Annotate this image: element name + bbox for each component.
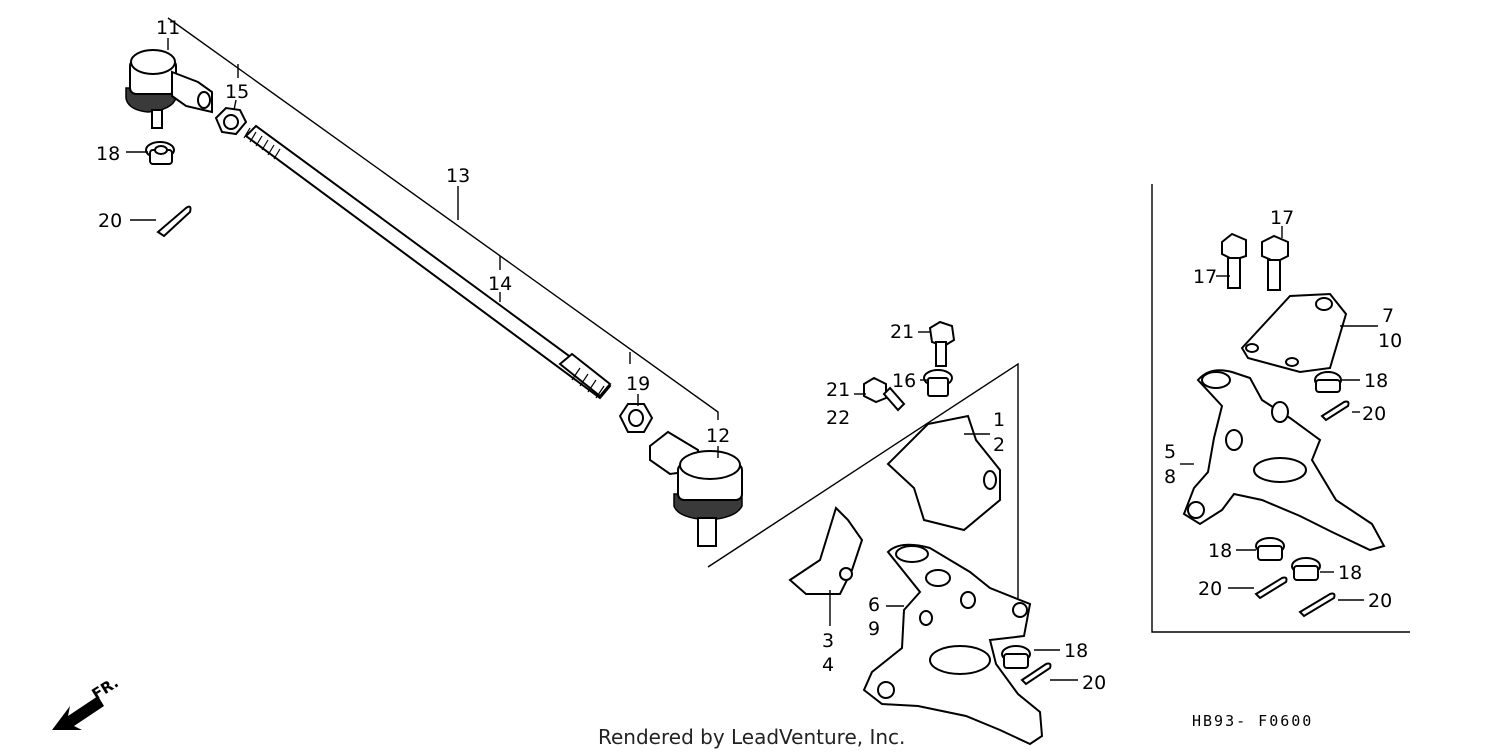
callout-20: 20 [98,210,122,232]
callout-19: 19 [626,373,650,395]
bracket-3-4[interactable] [788,506,864,595]
callout-20: 20 [1368,590,1392,612]
callout-11: 11 [156,17,180,39]
flange-nut-18-right-upper[interactable] [1314,371,1342,393]
callout-20: 20 [1198,578,1222,600]
tie-rod-shaft[interactable] [243,124,612,400]
callout-18: 18 [1364,370,1388,392]
callout-4: 4 [822,654,834,676]
cotter-pin-20-upper[interactable] [156,205,192,238]
callout-21: 21 [890,321,914,343]
callout-1: 1 [993,409,1005,431]
callout-20: 20 [1362,403,1386,425]
collar-16[interactable] [923,369,953,397]
callout-14: 14 [488,273,512,295]
cotter-pin-20-right-right[interactable] [1298,592,1336,618]
bolt-21-22[interactable] [863,376,906,412]
flange-nut-18-center[interactable] [1001,645,1031,669]
flange-nut-18-right-lower[interactable] [1291,557,1321,581]
render-credit: Rendered by LeadVenture, Inc. [598,725,905,749]
plate-7-10[interactable] [1240,292,1348,374]
callout-21: 21 [826,379,850,401]
callout-20: 20 [1082,672,1106,694]
callout-17: 17 [1193,266,1217,288]
callout-17: 17 [1270,207,1294,229]
callout-2: 2 [993,434,1005,456]
cotter-pin-20-right-left[interactable] [1254,576,1288,600]
bolt-17-right[interactable] [1261,234,1289,291]
leader-lines [126,38,1378,681]
callout-3: 3 [822,630,834,652]
callout-15: 15 [225,81,249,103]
steering-knuckle-right[interactable] [1182,369,1386,552]
cotter-pin-20-right-upper[interactable] [1320,400,1350,422]
callout-12: 12 [706,425,730,447]
tie-rod-end-lower[interactable] [649,430,743,547]
knuckle-cover-1-2[interactable] [886,414,1001,532]
callout-8: 8 [1164,466,1176,488]
bolt-17-left[interactable] [1221,232,1247,289]
callout-18: 18 [1338,562,1362,584]
callout-18: 18 [96,143,120,165]
callout-22: 22 [826,407,850,429]
callout-9: 9 [868,618,880,640]
diagram-code: HB93- F0600 [1192,712,1313,730]
assembly-frame-lines [167,17,1410,633]
tie-rod-end-upper[interactable] [125,49,213,129]
front-label: FR. [89,673,122,703]
front-arrow-icon [52,696,104,730]
callout-18: 18 [1208,540,1232,562]
front-direction-indicator: FR. [52,673,122,730]
cotter-pin-20-center[interactable] [1020,662,1052,686]
flange-nut-18-right-mid[interactable] [1255,537,1285,561]
callout-13: 13 [446,165,470,187]
callout-10: 10 [1378,330,1402,352]
callout-18: 18 [1064,640,1088,662]
callout-labels: 11 15 18 20 13 14 19 12 21 16 21 22 1 2 … [96,17,1402,694]
callout-5: 5 [1164,441,1176,463]
bolt-21-upper[interactable] [928,320,956,367]
callout-7: 7 [1382,305,1394,327]
lock-nut-19[interactable] [618,403,654,433]
callout-16: 16 [892,370,916,392]
lock-nut-15[interactable] [214,106,248,136]
flange-nut-18-upper[interactable] [145,141,175,165]
callout-6: 6 [868,594,880,616]
steering-knuckle-center[interactable] [862,543,1044,746]
